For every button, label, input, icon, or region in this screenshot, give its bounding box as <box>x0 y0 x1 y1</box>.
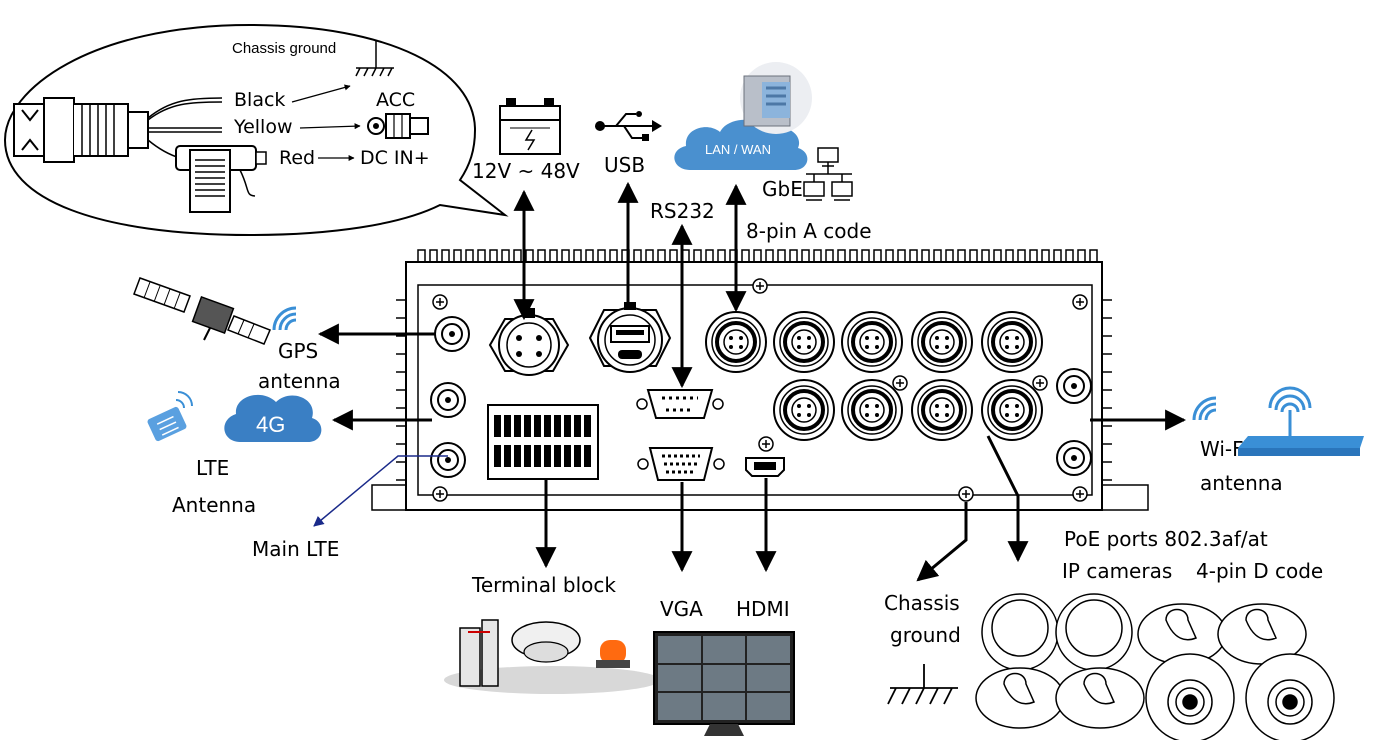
poe-port-3[interactable] <box>910 310 974 374</box>
lan-port[interactable] <box>704 310 768 374</box>
router-icon <box>1238 386 1364 456</box>
hdmi-label: HDMI <box>736 597 790 621</box>
dc-in-label: DC IN+ <box>360 147 430 169</box>
wifi-label-line2: antenna <box>1200 471 1283 495</box>
power-label: 12V ~ 48V <box>472 159 580 183</box>
poe-port-5[interactable] <box>772 378 836 442</box>
ground-symbol-icon <box>355 40 394 77</box>
power-connector <box>13 97 149 163</box>
poe-port-7[interactable] <box>910 378 974 442</box>
wire-red-label: Red <box>279 147 315 169</box>
lte-label-line2: Antenna <box>172 493 256 517</box>
poe-port-6[interactable] <box>840 378 904 442</box>
acc-label: ACC <box>376 89 415 111</box>
usb-port[interactable] <box>588 302 672 373</box>
power-cable-callout: Chassis ground Black ACC Yellow Red DC I… <box>3 23 509 237</box>
gps-antenna-port[interactable] <box>434 316 470 352</box>
wifi-antenna-port-1[interactable] <box>1056 368 1092 404</box>
battery-icon <box>499 98 561 155</box>
fuse-holder-icon <box>175 145 267 213</box>
chassis-ground-label-line1: Chassis <box>884 591 960 615</box>
rs232-label: RS232 <box>650 199 715 223</box>
chassis-ground-label-line2: ground <box>890 623 961 647</box>
rs232-port[interactable] <box>636 389 724 419</box>
poe-code-label: 4-pin D code <box>1196 559 1323 583</box>
phone-icon <box>147 391 193 442</box>
gps-label-line1: GPS <box>278 339 318 363</box>
wire-black-label: Black <box>234 89 285 111</box>
sensor-devices <box>444 619 660 694</box>
connection-arrows <box>317 181 1187 582</box>
wifi-antenna-port-2[interactable] <box>1056 440 1092 476</box>
cloud-4g-label: 4G <box>256 412 285 437</box>
network-icon <box>803 147 853 201</box>
usb-icon <box>595 111 662 141</box>
poe-port-1[interactable] <box>772 310 836 374</box>
server-icon <box>740 62 812 134</box>
main-lte-arrow <box>313 455 448 527</box>
hdmi-port[interactable] <box>745 436 785 477</box>
poe-label-line1: PoE ports 802.3af/at <box>1064 527 1268 551</box>
vga-port[interactable] <box>637 447 725 481</box>
vga-label: VGA <box>660 597 703 621</box>
poe-label-line2: IP cameras <box>1062 559 1172 583</box>
gbe-label: GbE <box>762 177 803 201</box>
cloud-4g: 4G <box>224 394 322 442</box>
ground-symbol-bottom-icon <box>887 664 958 705</box>
lte-antenna-port[interactable] <box>430 382 466 418</box>
chassis-ground-screw[interactable] <box>958 486 974 502</box>
poe-port-2[interactable] <box>840 310 904 374</box>
main-lte-port[interactable] <box>430 442 466 478</box>
terminal-block-port[interactable] <box>487 404 599 480</box>
wire-yellow-label: Yellow <box>233 116 293 138</box>
monitor-icon <box>653 631 795 736</box>
chassis-ground-top-label: Chassis ground <box>232 40 336 57</box>
usb-label: USB <box>604 153 645 177</box>
lan-wan-label: LAN / WAN <box>705 142 771 157</box>
key-switch-icon <box>367 113 429 139</box>
power-port[interactable] <box>488 308 570 376</box>
poe-port-4[interactable] <box>980 310 1044 374</box>
lte-label-line1: LTE <box>196 456 229 480</box>
camera-icon <box>975 593 1335 740</box>
satellite-icon <box>133 277 271 345</box>
gbe-code-label: 8-pin A code <box>746 219 872 243</box>
main-lte-label: Main LTE <box>252 537 339 561</box>
poe-port-8[interactable] <box>980 378 1044 442</box>
terminal-block-label: Terminal block <box>471 573 616 597</box>
gps-label-line2: antenna <box>258 369 341 393</box>
